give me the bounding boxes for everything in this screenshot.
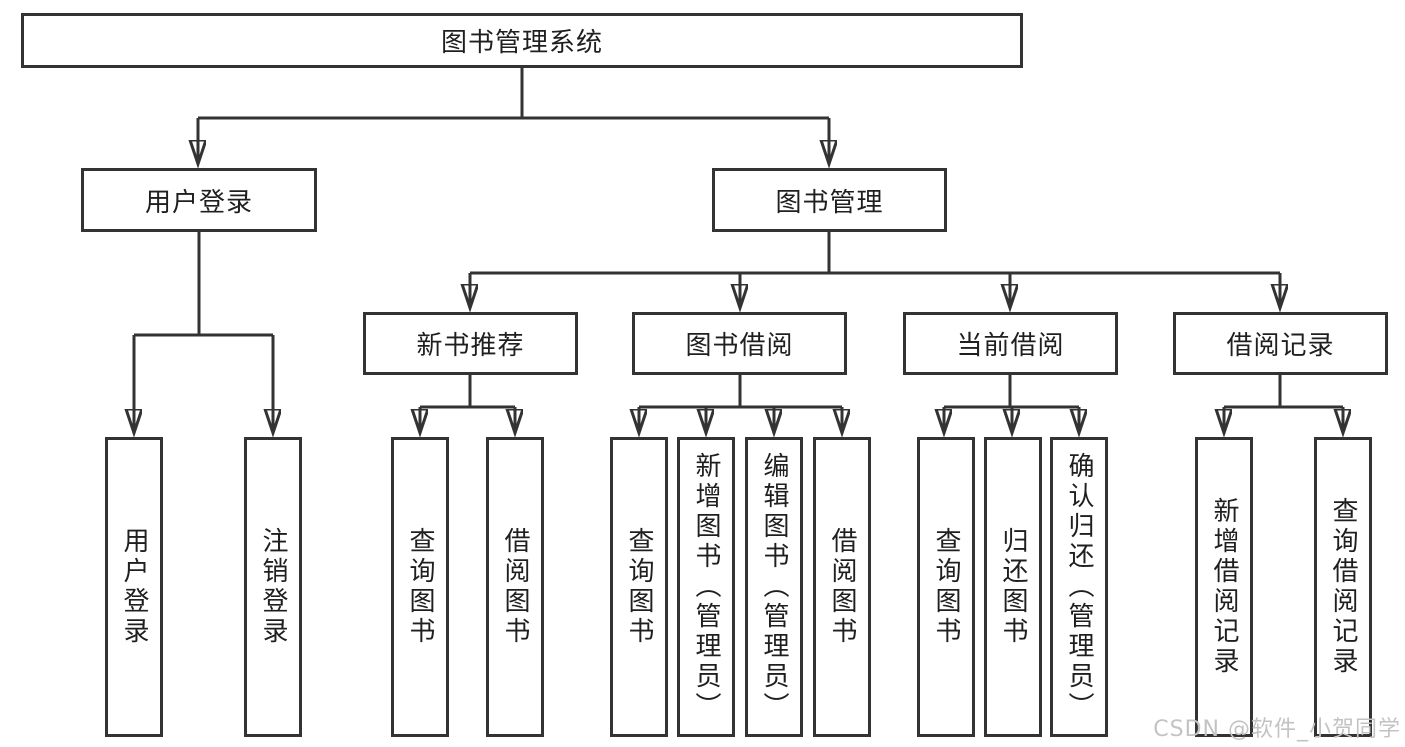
node-current-borrow: 当前借阅 bbox=[903, 312, 1118, 375]
connector-borrow-records-children bbox=[1224, 375, 1343, 433]
node-borrow-records: 借阅记录 bbox=[1173, 312, 1388, 375]
leaf-query-books-current: 查询图书 bbox=[917, 437, 975, 737]
leaf-borrow-books-recommend: 借阅图书 bbox=[486, 437, 544, 737]
leaf-query-borrow-record: 查询借阅记录 bbox=[1314, 437, 1372, 737]
leaf-add-books-admin: 新增图书（管理员） bbox=[677, 437, 735, 737]
connector-root-to-level2 bbox=[198, 67, 829, 164]
leaf-add-borrow-record: 新增借阅记录 bbox=[1195, 437, 1253, 737]
connector-book-management-children bbox=[470, 232, 1280, 308]
leaf-user-login: 用户登录 bbox=[105, 437, 163, 737]
leaf-query-books-borrow: 查询图书 bbox=[610, 437, 668, 737]
node-book-borrow: 图书借阅 bbox=[632, 312, 847, 375]
node-user-login: 用户登录 bbox=[81, 168, 317, 232]
leaf-return-books: 归还图书 bbox=[984, 437, 1042, 737]
connector-current-borrow-children bbox=[944, 375, 1079, 433]
leaf-edit-books-admin: 编辑图书（管理员） bbox=[745, 437, 803, 737]
connector-user-login-children bbox=[134, 232, 273, 433]
leaf-query-books-recommend: 查询图书 bbox=[391, 437, 449, 737]
node-book-management: 图书管理 bbox=[712, 168, 947, 232]
connector-book-borrow-children bbox=[639, 375, 842, 433]
connector-new-books-children bbox=[420, 375, 515, 433]
csdn-watermark: CSDN @软件_小贺同学 bbox=[1153, 717, 1401, 742]
leaf-logout: 注销登录 bbox=[244, 437, 302, 737]
leaf-confirm-return-admin: 确认归还（管理员） bbox=[1050, 437, 1108, 737]
node-new-books: 新书推荐 bbox=[363, 312, 578, 375]
node-root-system: 图书管理系统 bbox=[21, 13, 1023, 68]
leaf-borrow-books: 借阅图书 bbox=[813, 437, 871, 737]
